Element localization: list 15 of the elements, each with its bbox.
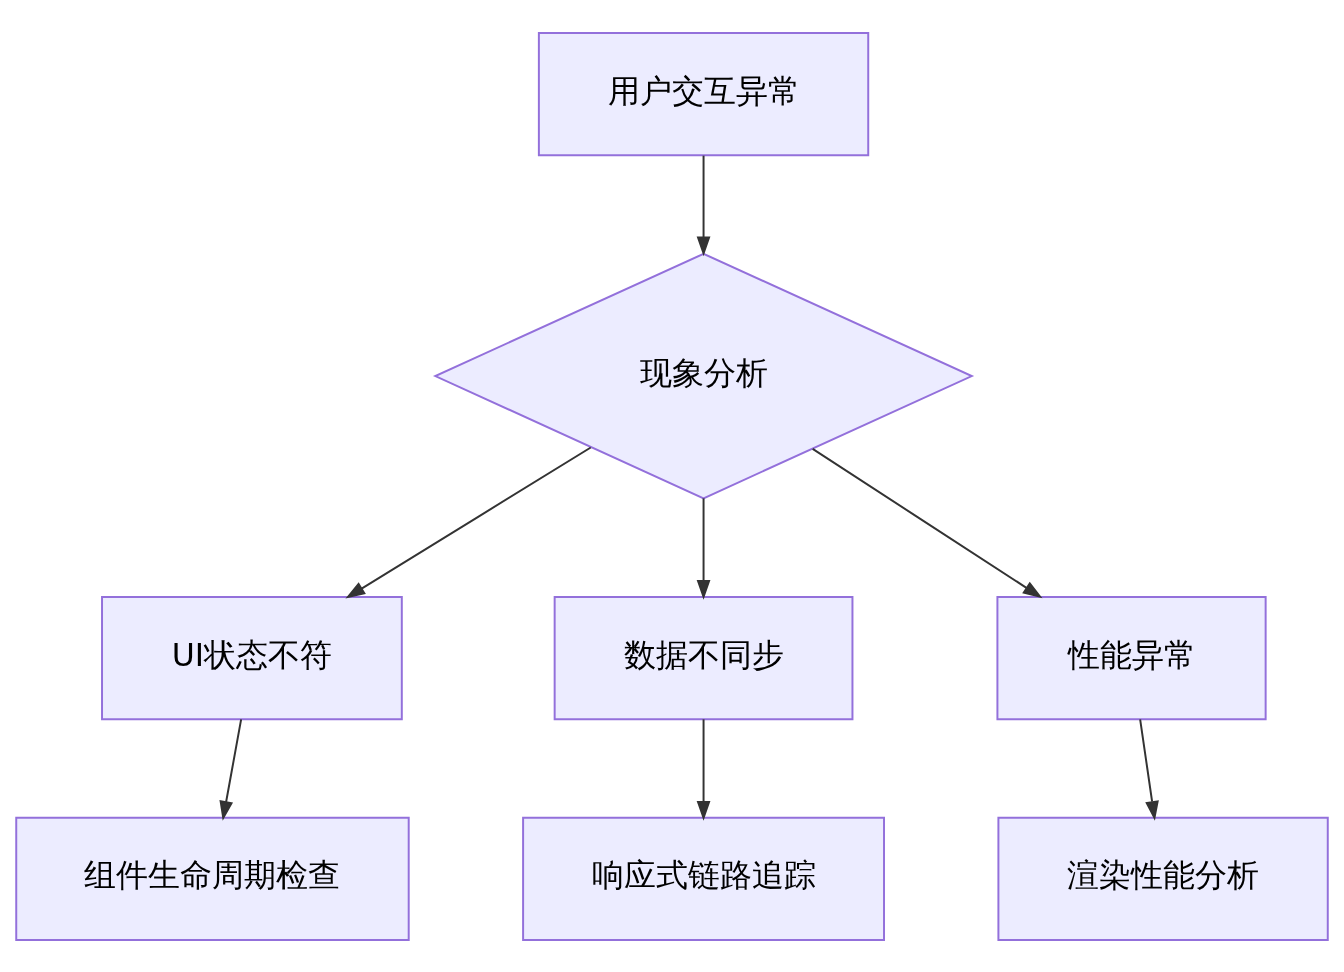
node-diamond: 现象分析 <box>432 252 975 499</box>
node-box: 组件生命周期检查 <box>15 816 410 941</box>
node-box: 渲染性能分析 <box>997 816 1329 941</box>
node-box: 用户交互异常 <box>537 31 870 156</box>
node-box: 性能异常 <box>996 595 1267 720</box>
arrow <box>811 447 1043 598</box>
arrow <box>219 717 243 821</box>
arrow <box>696 154 711 256</box>
arrow <box>696 717 711 821</box>
node-box: 响应式链路追踪 <box>522 816 885 941</box>
node-box: 数据不同步 <box>553 595 854 720</box>
arrow <box>345 446 592 598</box>
arrow <box>1139 717 1159 821</box>
node-box: UI状态不符 <box>101 595 403 720</box>
arrow <box>696 496 711 600</box>
